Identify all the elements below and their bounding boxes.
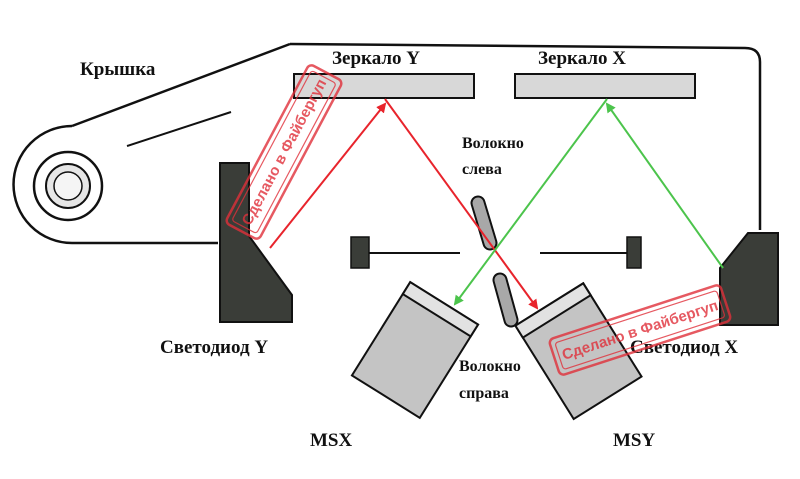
mirror-x (514, 73, 696, 99)
beam-x (453, 98, 724, 306)
label-fiber-left-2: слева (462, 161, 502, 178)
aperture-right (626, 236, 642, 269)
label-led-y: Светодиод Y (160, 337, 268, 358)
cover-housing (12, 42, 762, 245)
cover-inner-line (126, 111, 232, 147)
watermark-text-left: Сделано в Файбергуп (239, 76, 331, 228)
led-x-block (719, 232, 779, 326)
cover-hinge-arc (12, 124, 73, 245)
hinge (32, 150, 104, 222)
label-msx: MSX (310, 430, 353, 451)
led-y-block (219, 162, 293, 323)
label-fiber-left-1: Волокно (462, 135, 524, 152)
beam-y (269, 98, 539, 310)
label-mirror-x: Зеркало X (538, 48, 626, 69)
label-cover: Крышка (80, 59, 156, 80)
beam-x-incident (605, 102, 724, 269)
label-fiber-right-1: Волокно (459, 358, 521, 375)
label-led-x: Светодиод X (630, 337, 738, 358)
mirror-y (293, 73, 475, 99)
fiber-right (492, 272, 519, 328)
label-fiber-right-2: справа (459, 385, 509, 402)
fiber-left (470, 195, 498, 251)
sensor-msy (514, 281, 643, 421)
cover-upper-edge (71, 42, 291, 128)
aperture-bar (350, 236, 642, 269)
watermark-stamp-left: Сделано в Файбергуп (225, 64, 343, 240)
beam-y-reflected (384, 98, 539, 310)
sensor-msx (350, 280, 480, 420)
aperture-left (350, 236, 370, 269)
beam-y-incident (269, 102, 387, 249)
label-msy: MSY (613, 430, 656, 451)
cover-outline (289, 42, 762, 230)
beam-x-reflected (453, 98, 608, 306)
label-mirror-y: Зеркало Y (332, 48, 420, 69)
